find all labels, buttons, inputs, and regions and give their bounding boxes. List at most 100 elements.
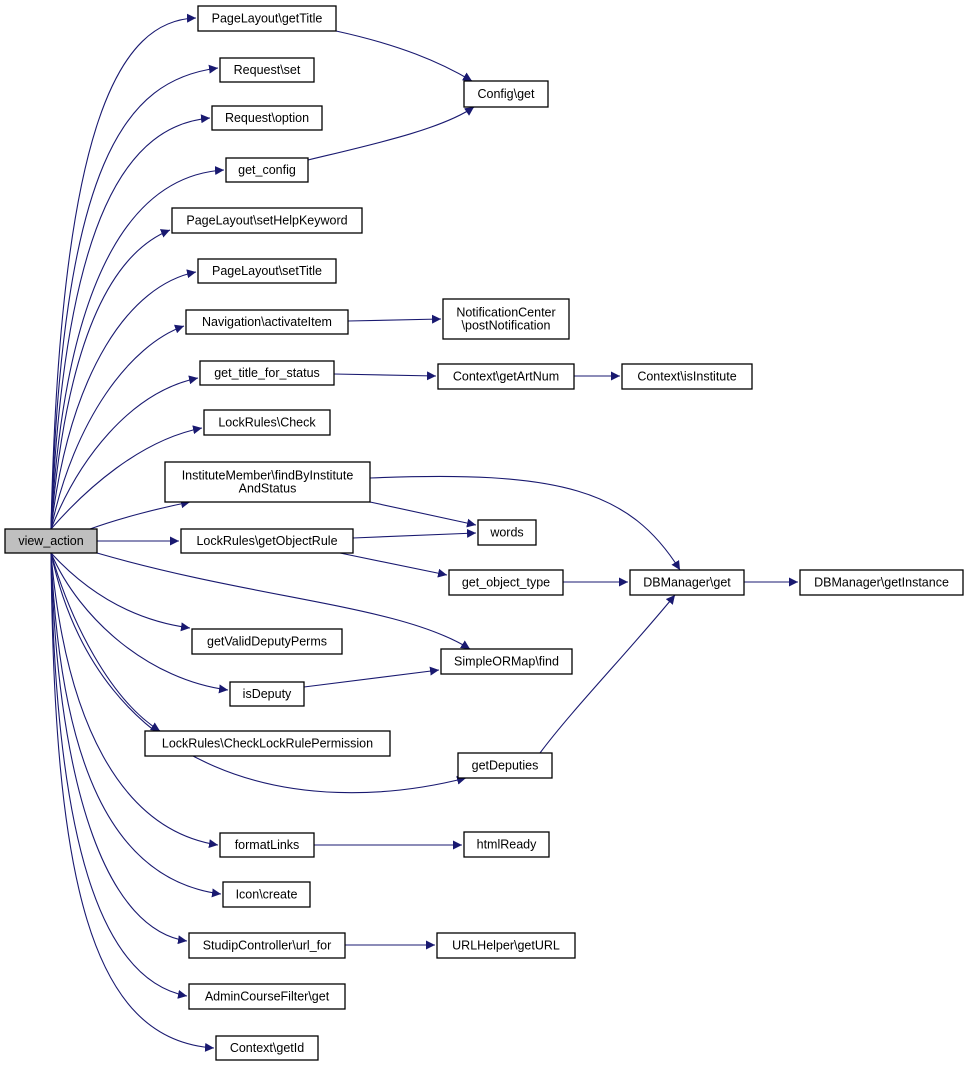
- edge-view_action-to-request_option: [50, 114, 211, 530]
- node-box: [437, 363, 575, 390]
- edge-view_action-to-getdeputies: [50, 552, 467, 794]
- node-lockrules-checklockrulepermission[interactable]: LockRules\CheckLockRulePermission: [144, 730, 391, 757]
- node-context-getartnum[interactable]: Context\getArtNum: [437, 363, 575, 390]
- node-box: [215, 1035, 319, 1061]
- node-urlhelper-geturl[interactable]: URLHelper\getURL: [436, 932, 576, 959]
- node-context-getid[interactable]: Context\getId: [215, 1035, 319, 1061]
- node-pagelayout-gettitle[interactable]: PageLayout\getTitle: [197, 5, 337, 32]
- edge-institutemember_findbyinstituteandstatus-to-words: [369, 501, 477, 528]
- node-box: [457, 752, 553, 779]
- node-words[interactable]: words: [477, 519, 537, 546]
- node-label: Context\getId: [230, 1041, 304, 1055]
- edge-view_action-to-lockrules_checklockrulepermission: [50, 552, 161, 732]
- node-label: PageLayout\setTitle: [212, 264, 322, 278]
- node-label: InstituteMember\findByInstitute: [182, 469, 354, 483]
- node-box: [185, 309, 349, 335]
- edge-view_action-to-admincoursefilter_get: [50, 552, 188, 999]
- node-box: [629, 569, 745, 596]
- edge-view_action-to-institutemember_findbyinstituteandstatus: [89, 499, 191, 530]
- node-pagelayout-settitle[interactable]: PageLayout\setTitle: [197, 258, 337, 284]
- node-box: [144, 730, 391, 757]
- node-label: DBManager\get: [643, 576, 731, 590]
- node-label: get_config: [238, 163, 296, 177]
- node-box: [440, 648, 573, 675]
- edge-view_action-to-pagelayout_gettitle: [50, 13, 197, 530]
- node-label: DBManager\getInstance: [814, 576, 949, 590]
- node-dbmanager-get[interactable]: DBManager\get: [629, 569, 745, 596]
- node-simpleormap-find[interactable]: SimpleORMap\find: [440, 648, 573, 675]
- node-box: [219, 832, 315, 858]
- edge-lockrules_getobjectrule-to-get_object_type: [339, 552, 448, 578]
- node-request-set[interactable]: Request\set: [219, 57, 315, 83]
- edge-view_action-to-request_set: [50, 64, 219, 530]
- node-formatlinks[interactable]: formatLinks: [219, 832, 315, 858]
- node-dbmanager-getinstance[interactable]: DBManager\getInstance: [799, 569, 964, 596]
- node-label: AdminCourseFilter\get: [205, 990, 330, 1004]
- node-navigation-activateitem[interactable]: Navigation\activateItem: [185, 309, 349, 335]
- node-label: LockRules\CheckLockRulePermission: [162, 737, 373, 751]
- node-box: [463, 80, 549, 108]
- node-label: htmlReady: [477, 838, 537, 852]
- node-getdeputies[interactable]: getDeputies: [457, 752, 553, 779]
- node-icon-create[interactable]: Icon\create: [222, 881, 311, 908]
- edges-layer: [50, 13, 798, 1052]
- node-isdeputy[interactable]: isDeputy: [229, 681, 305, 707]
- node-box: [191, 628, 343, 655]
- edge-view_action-to-formatlinks: [50, 552, 219, 849]
- edge-lockrules_getobjectrule-to-words: [352, 528, 477, 539]
- edge-isdeputy-to-simpleormap_find: [303, 666, 440, 688]
- node-view-action[interactable]: view_action: [4, 528, 98, 554]
- node-box: [211, 105, 323, 131]
- node-label: view_action: [18, 534, 83, 548]
- node-htmlready[interactable]: htmlReady: [463, 831, 550, 858]
- edge-view_action-to-isdeputy: [50, 552, 229, 694]
- edge-pagelayout_gettitle-to-config_get: [335, 30, 473, 82]
- edge-view_action-to-get_config: [50, 166, 225, 530]
- node-box: [164, 461, 371, 503]
- node-label: Config\get: [478, 87, 536, 101]
- node-box: [621, 363, 753, 390]
- node-getvaliddeputyperms[interactable]: getValidDeputyPerms: [191, 628, 343, 655]
- edge-navigation_activateitem-to-notificationcenter_postnotification: [347, 314, 442, 324]
- node-box: [188, 983, 346, 1010]
- node-label: AndStatus: [239, 482, 297, 496]
- node-label: get_title_for_status: [214, 366, 320, 380]
- node-config-get[interactable]: Config\get: [463, 80, 549, 108]
- node-lockrules-check[interactable]: LockRules\Check: [203, 409, 331, 436]
- node-label: getValidDeputyPerms: [207, 635, 327, 649]
- edge-view_action-to-simpleormap_find: [96, 552, 471, 650]
- node-studipcontroller-url-for[interactable]: StudipController\url_for: [188, 932, 346, 959]
- node-label: Navigation\activateItem: [202, 315, 332, 329]
- node-pagelayout-sethelpkeyword[interactable]: PageLayout\setHelpKeyword: [171, 207, 363, 234]
- node-label: PageLayout\setHelpKeyword: [186, 214, 347, 228]
- node-label: PageLayout\getTitle: [212, 12, 323, 26]
- node-box: [188, 932, 346, 959]
- node-label: words: [489, 526, 523, 540]
- node-get-config[interactable]: get_config: [225, 157, 309, 183]
- node-context-isinstitute[interactable]: Context\isInstitute: [621, 363, 753, 390]
- edge-view_action-to-get_title_for_status: [50, 375, 199, 530]
- node-lockrules-getobjectrule[interactable]: LockRules\getObjectRule: [180, 528, 354, 554]
- node-box: [229, 681, 305, 707]
- node-box: [448, 569, 564, 596]
- node-get-title-for-status[interactable]: get_title_for_status: [199, 360, 335, 386]
- node-admincoursefilter-get[interactable]: AdminCourseFilter\get: [188, 983, 346, 1010]
- node-notificationcenter-postnotification[interactable]: NotificationCenter\postNotification: [442, 298, 570, 340]
- node-request-option[interactable]: Request\option: [211, 105, 323, 131]
- edge-view_action-to-lockrules_check: [50, 425, 203, 530]
- node-label: StudipController\url_for: [203, 939, 332, 953]
- node-label: get_object_type: [462, 576, 550, 590]
- node-box: [199, 360, 335, 386]
- node-box: [463, 831, 550, 858]
- edge-view_action-to-studipcontroller_url_for: [50, 552, 188, 945]
- edge-getdeputies-to-dbmanager_get: [539, 594, 676, 754]
- node-get-object-type[interactable]: get_object_type: [448, 569, 564, 596]
- node-label: \postNotification: [462, 319, 551, 333]
- edge-view_action-to-context_getid: [50, 552, 215, 1052]
- node-box: [799, 569, 964, 596]
- node-label: URLHelper\getURL: [452, 939, 560, 953]
- node-label: isDeputy: [243, 687, 292, 701]
- node-label: formatLinks: [235, 838, 300, 852]
